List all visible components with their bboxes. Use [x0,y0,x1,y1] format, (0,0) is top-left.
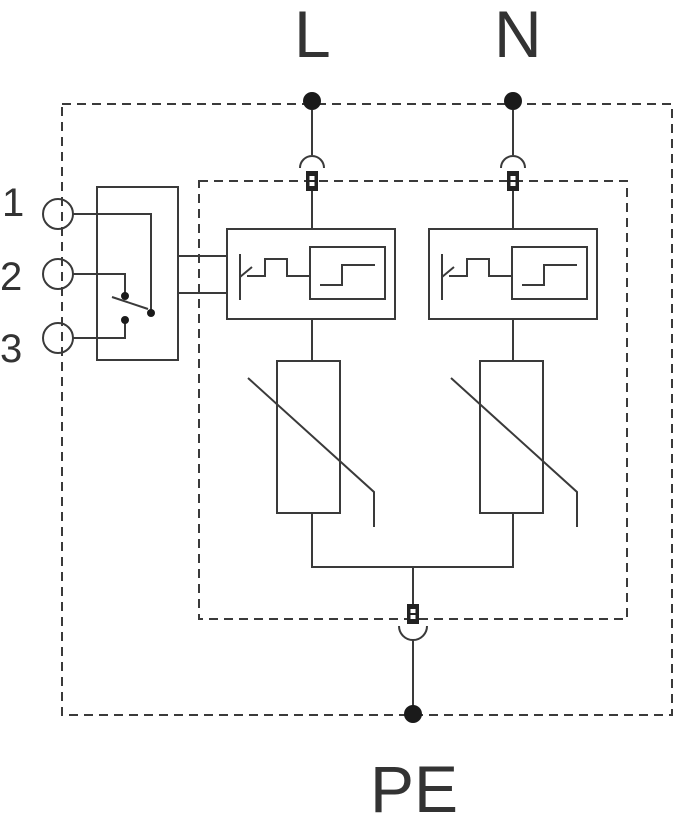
fuse-pe [407,604,419,624]
terminal-n-dot [504,92,522,110]
contact-label-2: 2 [0,255,22,299]
wire-contact-2 [73,273,126,295]
contact-terminal-2 [42,258,74,290]
wire-contact-1 [73,213,152,312]
varistor-n [450,360,578,527]
plug-arc-pe [398,625,428,641]
contact-terminal-1 [42,198,74,230]
disconnector-n [428,228,598,320]
contact-label-1: 1 [2,181,24,225]
contact-terminal-3 [42,322,74,354]
plug-arc-l [299,155,325,169]
outer-enclosure [61,103,673,716]
disconnector-l [226,228,396,320]
terminal-label-l: L [294,0,331,71]
switch-blade [111,296,149,310]
contact-label-3: 3 [0,327,22,371]
terminal-l-dot [303,92,321,110]
wire-contact-3 [73,321,126,339]
terminal-label-n: N [494,0,542,71]
varistor-l [247,360,375,527]
common-bus [311,513,514,568]
fuse-l [306,171,318,191]
terminal-label-pe: PE [370,752,458,815]
terminal-pe-dot [404,705,422,723]
plug-arc-n [500,155,526,169]
fuse-n [507,171,519,191]
